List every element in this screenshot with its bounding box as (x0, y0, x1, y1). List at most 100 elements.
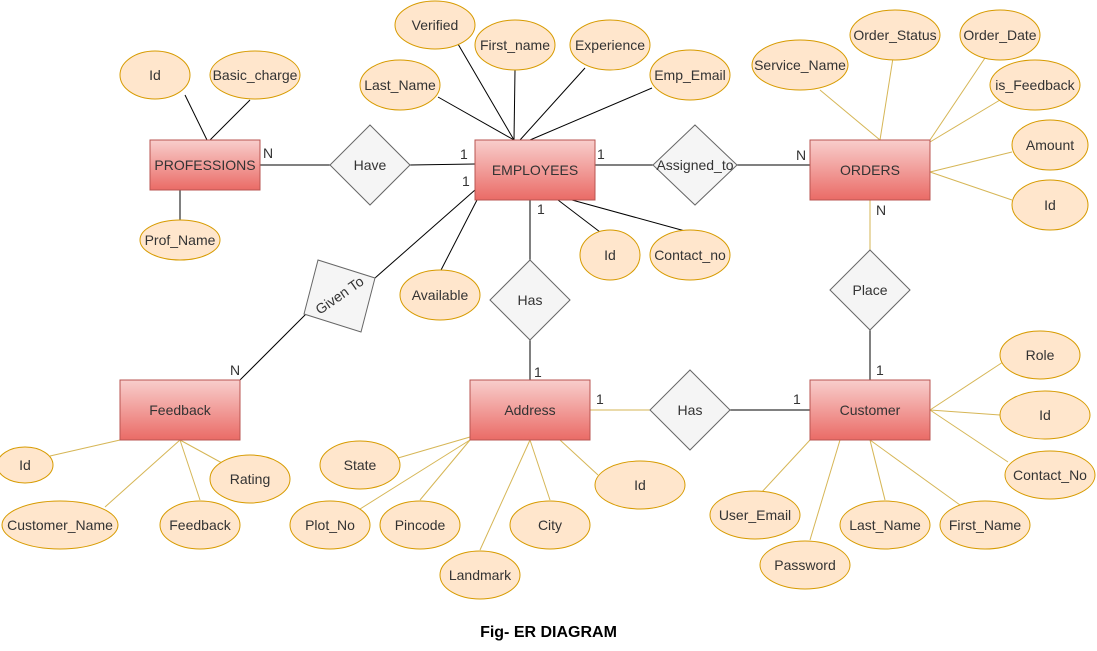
relationship-given-to[interactable]: Given To (303, 259, 376, 333)
attribute-ord-service-name-label: Service_Name (754, 57, 846, 73)
cardinality-customer-has: 1 (793, 391, 801, 407)
relationship-place[interactable]: Place (829, 249, 911, 331)
attribute-emp-id[interactable]: Id (579, 229, 641, 281)
attribute-emp-email[interactable]: Emp_Email (649, 49, 731, 101)
relationship-has-address-customer[interactable]: Has (649, 369, 731, 451)
attribute-prof-id-label: Id (149, 67, 161, 83)
attribute-ord-service-name[interactable]: Service_Name (751, 39, 849, 91)
attribute-cust-password-label: Password (774, 557, 835, 573)
line-addr-pincode (419, 439, 471, 501)
attribute-ord-status[interactable]: Order_Status (849, 9, 941, 61)
relationship-has-employee-address[interactable]: Has (489, 259, 571, 341)
line-prof-id (184, 94, 208, 141)
entity-orders[interactable]: ORDERS (809, 139, 931, 201)
attribute-cust-password[interactable]: Password (759, 540, 851, 590)
cardinality-emp-assigned: 1 (597, 146, 605, 162)
attribute-ord-amount[interactable]: Amount (1011, 119, 1089, 171)
attribute-ord-date[interactable]: Order_Date (959, 9, 1041, 61)
figure-caption: Fig- ER DIAGRAM (480, 624, 617, 641)
attribute-prof-basic-charge-label: Basic_charge (213, 67, 298, 83)
line-fb-rating (179, 439, 223, 464)
entity-feedback[interactable]: Feedback (119, 379, 241, 441)
line-addr-landmark (479, 439, 531, 551)
attribute-emp-email-label: Emp_Email (654, 67, 726, 83)
line-fb-customer-name (104, 439, 181, 508)
attribute-addr-pincode-label: Pincode (395, 517, 446, 533)
attribute-fb-customer-name[interactable]: Customer_Name (1, 500, 119, 550)
line-cust-contact (929, 409, 1009, 463)
entity-orders-label: ORDERS (840, 162, 900, 178)
relationship-assigned-to-label: Assigned_to (656, 157, 733, 173)
attribute-emp-available-label: Available (412, 287, 469, 303)
line-emp-given-to (374, 189, 476, 279)
attribute-cust-role[interactable]: Role (999, 330, 1081, 380)
attribute-addr-landmark[interactable]: Landmark (439, 550, 521, 600)
cardinality-address-has-top: 1 (534, 364, 542, 380)
line-ord-id (929, 171, 1013, 201)
attribute-addr-plot-no[interactable]: Plot_No (289, 500, 371, 550)
attribute-addr-landmark-label: Landmark (449, 567, 512, 583)
attribute-emp-last-name[interactable]: Last_Name (359, 59, 441, 111)
relationship-assigned-to[interactable]: Assigned_to (652, 124, 738, 206)
attribute-cust-contact-no[interactable]: Contact_No (1004, 450, 1096, 500)
attribute-prof-basic-charge[interactable]: Basic_charge (209, 50, 301, 100)
attribute-cust-user-email-label: User_Email (719, 507, 791, 523)
attribute-ord-id[interactable]: Id (1011, 179, 1089, 231)
attribute-addr-state[interactable]: State (319, 440, 401, 490)
attribute-ord-id-label: Id (1044, 197, 1056, 213)
attribute-ord-amount-label: Amount (1026, 137, 1074, 153)
line-ord-is-feedback (929, 99, 1001, 143)
line-addr-state (397, 436, 471, 459)
relationship-have[interactable]: Have (329, 124, 411, 206)
attribute-addr-id-label: Id (634, 477, 646, 493)
attribute-cust-id-label: Id (1039, 407, 1051, 423)
line-emp-experience (519, 67, 586, 141)
cardinality-orders-place: N (876, 202, 886, 218)
attribute-addr-state-label: State (344, 457, 377, 473)
line-addr-id (559, 439, 599, 476)
attribute-cust-id[interactable]: Id (999, 390, 1091, 440)
cardinality-orders-assigned: N (796, 147, 806, 163)
cardinality-emp-have: 1 (460, 146, 468, 162)
attribute-prof-id[interactable]: Id (119, 50, 191, 100)
attribute-emp-first-name-label: First_name (480, 37, 550, 53)
attribute-fb-id-label: Id (19, 457, 31, 473)
line-emp-id (557, 199, 601, 233)
attribute-emp-contact-no[interactable]: Contact_no (649, 229, 731, 281)
entity-customer-label: Customer (840, 402, 901, 418)
attribute-ord-is-feedback[interactable]: is_Feedback (989, 59, 1081, 111)
attribute-addr-pincode[interactable]: Pincode (379, 500, 461, 550)
entity-address[interactable]: Address (469, 379, 591, 441)
attribute-cust-last-name-label: Last_Name (849, 517, 921, 533)
attribute-cust-user-email[interactable]: User_Email (709, 490, 801, 540)
attribute-fb-feedback[interactable]: Feedback (159, 500, 241, 550)
attribute-emp-first-name[interactable]: First_name (474, 19, 556, 71)
attribute-cust-first-name[interactable]: First_Name (939, 500, 1031, 550)
entity-professions[interactable]: PROFESSIONS (149, 139, 261, 191)
attribute-emp-experience[interactable]: Experience (569, 19, 651, 71)
line-emp-verified (457, 43, 515, 141)
attribute-addr-city[interactable]: City (509, 500, 591, 550)
attribute-fb-feedback-label: Feedback (169, 517, 231, 533)
attribute-cust-first-name-label: First_Name (949, 517, 1022, 533)
entity-employees[interactable]: EMPLOYEES (474, 139, 596, 201)
attribute-cust-last-name[interactable]: Last_Name (839, 500, 931, 550)
cardinality-prof-have: N (263, 145, 273, 161)
line-have-emp (409, 163, 476, 166)
line-ord-status (879, 57, 894, 141)
relationship-have-label: Have (354, 157, 387, 173)
entity-employees-label: EMPLOYEES (492, 162, 578, 178)
line-cust-role (929, 361, 1004, 411)
entity-customer[interactable]: Customer (809, 379, 931, 441)
attribute-prof-name[interactable]: Prof_Name (139, 219, 221, 261)
attribute-emp-available[interactable]: Available (399, 269, 481, 321)
attribute-fb-id[interactable]: Id (0, 446, 54, 484)
line-ord-date (929, 57, 986, 141)
attribute-addr-id[interactable]: Id (594, 460, 686, 510)
line-cust-password (809, 439, 841, 541)
line-prof-basic-charge (209, 99, 251, 141)
attribute-emp-verified[interactable]: Verified (394, 0, 476, 50)
attribute-fb-rating[interactable]: Rating (209, 454, 291, 504)
attribute-prof-name-label: Prof_Name (145, 232, 216, 248)
entity-professions-label: PROFESSIONS (154, 157, 255, 173)
